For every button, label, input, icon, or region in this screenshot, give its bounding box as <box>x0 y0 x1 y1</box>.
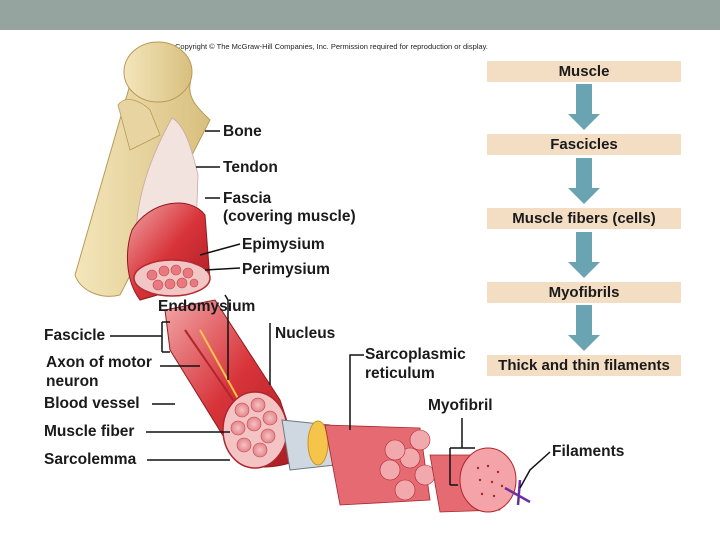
myofibril-end <box>459 447 517 513</box>
muscle-cross-section <box>133 259 211 297</box>
label-myofibril: Myofibril <box>428 397 493 414</box>
label-fascia: Fascia <box>223 190 272 207</box>
label-axon-line1: Axon of motor <box>46 354 152 371</box>
hierarchy-box-myofibrils: Myofibrils <box>487 282 681 303</box>
bone-shape <box>74 41 211 297</box>
label-fascia-sub: (covering muscle) <box>223 208 356 225</box>
label-epimysium: Epimysium <box>242 236 325 253</box>
label-fascicle: Fascicle <box>44 327 106 344</box>
label-sarcolemma: Sarcolemma <box>44 451 137 468</box>
copyright-notice: Copyright © The McGraw-Hill Companies, I… <box>175 42 488 51</box>
label-muscle-fiber: Muscle fiber <box>44 423 135 440</box>
label-blood-vessel: Blood vessel <box>44 395 140 412</box>
hierarchy-box-muscle: Muscle <box>487 61 681 82</box>
hierarchy-arrows <box>568 84 600 351</box>
leader-lines <box>110 130 551 489</box>
label-bone: Bone <box>223 123 262 140</box>
label-tendon: Tendon <box>223 159 278 176</box>
label-perimysium: Perimysium <box>242 261 330 278</box>
label-filaments: Filaments <box>552 443 625 460</box>
label-nucleus: Nucleus <box>275 325 336 342</box>
hierarchy-box-muscle-fibers: Muscle fibers (cells) <box>487 208 681 229</box>
label-axon-line2: neuron <box>46 373 99 390</box>
hierarchy-box-fascicles: Fascicles <box>487 134 681 155</box>
header-bar <box>0 0 720 30</box>
label-sarcoplasmic-line2: reticulum <box>365 365 435 382</box>
hierarchy-box-filaments: Thick and thin filaments <box>487 355 681 376</box>
label-sarcoplasmic-line1: Sarcoplasmic <box>365 346 466 363</box>
label-endomysium: Endomysium <box>158 298 256 315</box>
